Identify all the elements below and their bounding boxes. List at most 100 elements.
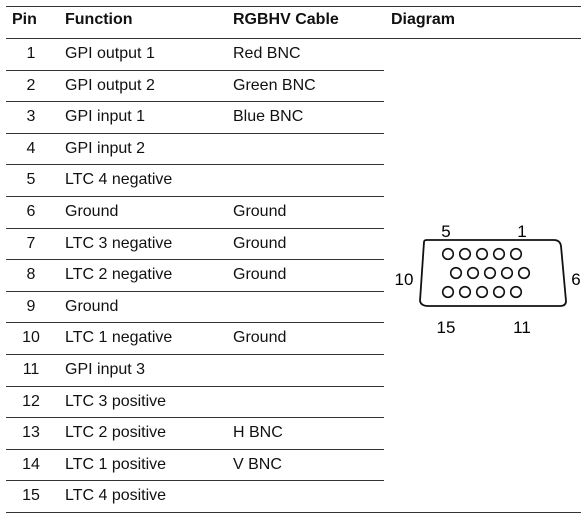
pin-cell: 3 xyxy=(26,108,36,126)
function-cell: LTC 3 positive xyxy=(65,392,167,410)
diagram-label-right: 6 xyxy=(571,270,580,289)
diagram-label-left: 10 xyxy=(395,270,414,289)
function-cell: LTC 4 negative xyxy=(65,171,173,189)
table-row: 6 Ground Ground xyxy=(0,196,588,227)
table-row: 9 Ground xyxy=(0,291,588,322)
diagram-label-bottom-left: 15 xyxy=(437,318,456,337)
row-rule xyxy=(6,512,581,513)
function-cell: LTC 1 positive xyxy=(65,455,167,473)
pin-hole xyxy=(466,266,480,280)
pin-hole xyxy=(441,285,455,299)
pin-hole xyxy=(492,247,506,261)
diagram-label-bottom-right: 11 xyxy=(513,318,531,337)
row-rule xyxy=(6,101,384,102)
function-cell: GPI output 1 xyxy=(65,45,155,62)
function-cell: GPI input 2 xyxy=(65,139,146,157)
pin-cell: 5 xyxy=(26,171,36,189)
diagram-label-top-right: 1 xyxy=(517,222,526,241)
table-row: 5 LTC 4 negative xyxy=(0,164,588,195)
row-rule xyxy=(6,449,384,450)
row-rule xyxy=(6,386,384,387)
cable-cell: Ground xyxy=(233,203,287,220)
table-row: 10 LTC 1 negative Ground xyxy=(0,322,588,353)
table-row: 13 LTC 2 positive H BNC xyxy=(0,417,588,448)
pin-hole xyxy=(449,266,463,280)
function-cell: GPI input 1 xyxy=(65,108,146,126)
pin-hole xyxy=(509,285,523,299)
diagram-label-top-left: 5 xyxy=(441,222,450,241)
cable-cell: Blue BNC xyxy=(233,108,304,126)
pin-cell: 4 xyxy=(26,139,36,157)
pin-cell: 8 xyxy=(26,266,36,284)
connector-shell xyxy=(419,239,567,307)
vga-connector-diagram: 5 1 10 6 15 11 xyxy=(395,222,581,337)
function-cell: Ground xyxy=(65,203,119,220)
cable-cell: Ground xyxy=(233,234,287,252)
pin-cell: 13 xyxy=(22,424,40,442)
table-row: 11 GPI input 3 xyxy=(0,354,588,385)
function-cell: GPI output 2 xyxy=(65,76,155,94)
pin-hole xyxy=(517,266,531,280)
pin-hole xyxy=(441,247,455,261)
pin-hole xyxy=(500,266,514,280)
function-cell: Ground xyxy=(65,297,119,315)
pin-holes xyxy=(441,247,531,299)
pin-hole xyxy=(458,247,472,261)
table-row: 14 LTC 1 positive V BNC xyxy=(0,449,588,480)
header-function: Function xyxy=(65,11,133,28)
table-row: 8 LTC 2 negative Ground xyxy=(0,259,588,290)
pin-hole xyxy=(492,285,506,299)
table-row: 12 LTC 3 positive xyxy=(0,386,588,417)
row-rule xyxy=(6,259,384,260)
pin-cell: 12 xyxy=(22,392,40,410)
pin-hole xyxy=(458,285,472,299)
pin-cell: 9 xyxy=(26,297,36,315)
pin-cell: 10 xyxy=(22,329,40,347)
cable-cell: Green BNC xyxy=(233,76,316,94)
row-rule xyxy=(6,196,384,197)
table-row: 15 LTC 4 positive xyxy=(0,480,588,511)
row-rule xyxy=(6,322,384,323)
header-diagram: Diagram xyxy=(391,11,456,28)
pin-cell: 15 xyxy=(22,487,40,505)
table-row: 7 LTC 3 negative Ground xyxy=(0,228,588,259)
header-pin: Pin xyxy=(12,11,37,28)
cable-cell: Red BNC xyxy=(233,45,301,62)
function-cell: LTC 2 negative xyxy=(65,266,173,284)
cable-cell: Ground xyxy=(233,266,287,284)
pin-cell: 2 xyxy=(26,76,36,94)
row-rule xyxy=(6,70,384,71)
table-row: 3 GPI input 1 Blue BNC xyxy=(0,101,588,132)
row-rule xyxy=(6,164,384,165)
header-cable: RGBHV Cable xyxy=(233,11,339,28)
pin-hole xyxy=(509,247,523,261)
cable-cell: H BNC xyxy=(233,424,283,442)
row-rule xyxy=(6,417,384,418)
function-cell: LTC 3 negative xyxy=(65,234,173,252)
pin-hole xyxy=(475,285,489,299)
function-cell: LTC 1 negative xyxy=(65,329,173,347)
cable-cell: Ground xyxy=(233,329,287,347)
cable-cell: V BNC xyxy=(233,455,282,473)
function-cell: LTC 2 positive xyxy=(65,424,167,442)
table-row: 4 GPI input 2 xyxy=(0,133,588,164)
pin-cell: 11 xyxy=(22,361,40,378)
table-row: 1 GPI output 1 Red BNC xyxy=(0,38,588,69)
row-rule xyxy=(6,354,384,355)
table-top-rule xyxy=(6,6,581,7)
function-cell: LTC 4 positive xyxy=(65,487,167,505)
pin-hole xyxy=(483,266,497,280)
table-row: 2 GPI output 2 Green BNC xyxy=(0,70,588,101)
row-rule xyxy=(6,480,384,481)
function-cell: GPI input 3 xyxy=(65,361,146,378)
pin-cell: 1 xyxy=(26,45,36,62)
pin-cell: 14 xyxy=(22,455,40,473)
pin-cell: 7 xyxy=(26,234,36,252)
header-rule xyxy=(6,38,581,39)
pin-hole xyxy=(475,247,489,261)
pin-cell: 6 xyxy=(26,203,36,220)
row-rule xyxy=(6,133,384,134)
row-rule xyxy=(6,228,384,229)
row-rule xyxy=(6,291,384,292)
